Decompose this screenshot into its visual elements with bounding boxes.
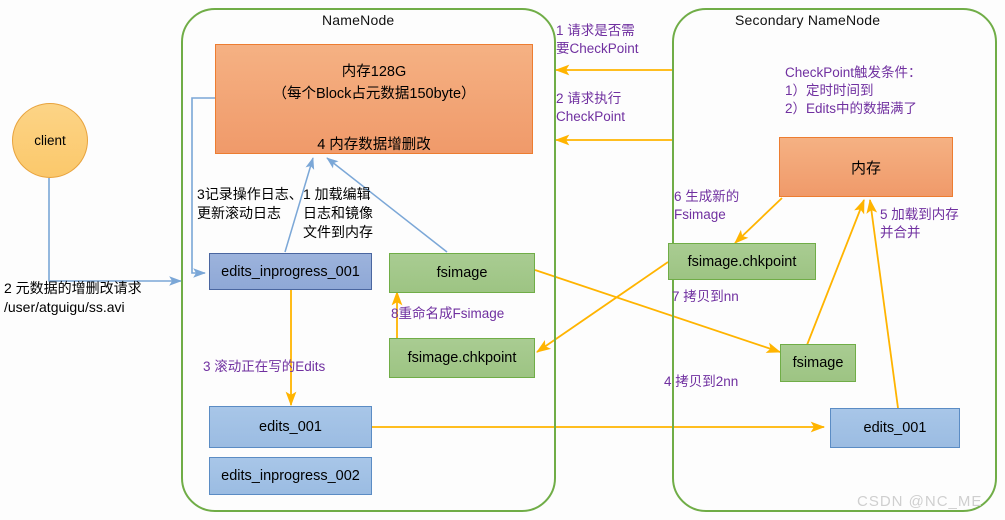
label-log-record: 3记录操作日志、 更新滚动日志 [197,186,303,221]
label-request-checkpoint: 1 请求是否需 要CheckPoint [556,23,639,57]
label-rename-fsimage: 8重命名成Fsimage [391,306,505,321]
secondary-memory-box: 内存 [779,137,953,197]
box-fsimage-nn: fsimage [389,253,535,293]
box-edits-inprogress-001: edits_inprogress_001 [209,253,372,290]
label-load-edit: 1 加载编辑 日志和镜像 文件到内存 [303,186,373,240]
arrow-client-to-namenode [48,178,182,286]
box-fsimage-snn: fsimage [780,344,856,382]
label-execute-checkpoint: 2 请求执行 CheckPoint [556,91,626,125]
box-edits-001-snn: edits_001 [830,408,960,448]
memory-line3: 4 内存数据增删改 [317,136,431,153]
memory-line2: （每个Block占元数据150byte） [272,86,476,103]
label-generate-new-fsimage: 6 生成新的 Fsimage [674,189,740,223]
label-trigger-conditions: CheckPoint触发条件： 1）定时时间到 2）Edits中的数据满了 [785,65,922,117]
label-copy-to-2nn: 4 拷贝到2nn [664,374,739,389]
memory-line1: 内存128G [341,64,407,80]
label-copy-to-nn: 7 拷贝到nn [672,289,739,304]
box-edits-inprogress-002: edits_inprogress_002 [209,457,372,495]
namenode-memory-box: 内存128G （每个Block占元数据150byte） 4 内存数据增删改 [215,44,533,154]
secondary-namenode-title: Secondary NameNode [735,12,881,28]
namenode-container [181,8,556,512]
box-fsimage-chkpoint-nn: fsimage.chkpoint [389,338,535,378]
box-fsimage-chkpoint-snn: fsimage.chkpoint [668,243,816,280]
label-roll-edits: 3 滚动正在写的Edits [203,359,326,374]
label-client-request: 2 元数据的增删改请求 /user/atguigu/ss.avi [4,280,142,315]
arrow-copy-chkpoint-to-nn [536,261,669,353]
namenode-title: NameNode [322,12,395,28]
watermark: CSDN @NC_ME [857,493,983,510]
client-node: client [12,103,88,178]
label-load-to-memory: 5 加载到内存 并合并 [880,207,959,241]
box-edits-001-nn: edits_001 [209,406,372,448]
